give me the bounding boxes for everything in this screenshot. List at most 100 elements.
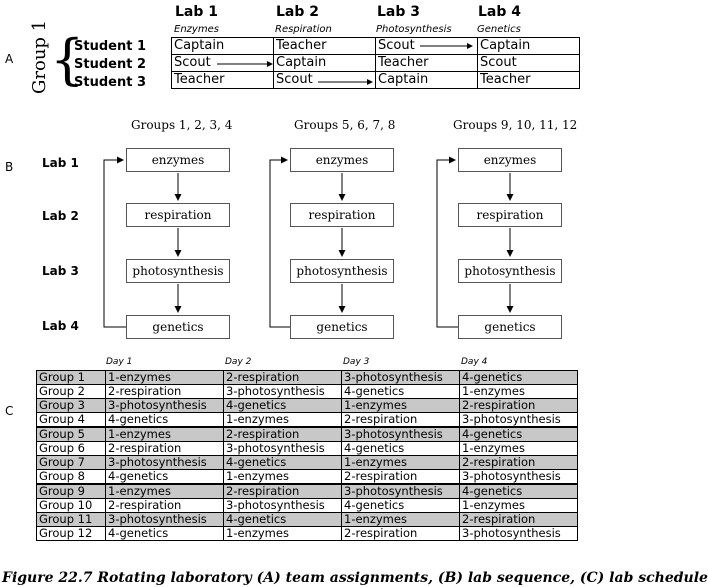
schedule-cell: 2-respiration <box>105 384 224 399</box>
step-box: photosynthesis <box>290 259 394 283</box>
schedule-cell: 1-enzymes <box>223 412 342 428</box>
lab-topic: Genetics <box>477 24 521 35</box>
schedule-cell: 3-photosynthesis <box>459 412 578 428</box>
schedule-cell: 2-respiration <box>223 370 342 385</box>
table-row: Teacher Scout Captain Teacher <box>171 71 580 89</box>
lab-topic: Respiration <box>275 24 332 35</box>
lab-topic: Photosynthesis <box>376 24 452 35</box>
schedule-cell: 1-enzymes <box>223 469 342 485</box>
student-label: Student 2 <box>74 57 146 72</box>
role-cell: Teacher <box>477 71 580 89</box>
step-box: enzymes <box>458 148 562 172</box>
group-cell: Group 8 <box>36 469 106 485</box>
step-box: genetics <box>458 315 562 339</box>
group-cell: Group 9 <box>36 483 106 499</box>
schedule-cell: 2-respiration <box>105 498 224 513</box>
schedule-cell: 3-photosynthesis <box>105 455 224 470</box>
step-box: enzymes <box>290 148 394 172</box>
group-cell: Group 1 <box>36 370 106 385</box>
day-heading: Day 4 <box>461 357 488 367</box>
day-heading: Day 2 <box>225 357 252 367</box>
section-label-a: A <box>5 52 14 66</box>
row-label: Lab 4 <box>42 319 79 333</box>
step-box: respiration <box>126 203 230 227</box>
student-label: Student 1 <box>74 39 146 54</box>
role-cell: Scout <box>477 54 580 72</box>
schedule-cell: 2-respiration <box>105 441 224 456</box>
schedule-cell: 4-genetics <box>105 412 224 428</box>
day-heading: Day 1 <box>106 357 133 367</box>
figure-caption: Figure 22.7 Rotating laboratory (A) team… <box>2 570 708 586</box>
step-box: enzymes <box>126 148 230 172</box>
schedule-cell: 3-photosynthesis <box>223 441 342 456</box>
schedule-cell: 1-enzymes <box>105 483 224 499</box>
schedule-cell: 1-enzymes <box>459 441 578 456</box>
role-cell: Captain <box>375 71 478 89</box>
schedule-cell: 2-respiration <box>341 526 460 541</box>
schedule-cell: 2-respiration <box>341 412 460 428</box>
schedule-cell: 4-genetics <box>459 370 578 385</box>
schedule-cell: 2-respiration <box>341 469 460 485</box>
student-label: Student 3 <box>74 75 146 90</box>
step-box: photosynthesis <box>126 259 230 283</box>
schedule-cell: 2-respiration <box>223 483 342 499</box>
arrow-icon <box>103 156 126 328</box>
role-table: Captain Teacher Scout Captain Scout Capt… <box>171 37 580 89</box>
step-box: photosynthesis <box>458 259 562 283</box>
step-box: respiration <box>458 203 562 227</box>
schedule-cell: 4-genetics <box>223 512 342 527</box>
arrow-icon <box>269 156 290 328</box>
schedule-cell: 1-enzymes <box>223 526 342 541</box>
role-arrows <box>217 43 473 85</box>
schedule-cell: 4-genetics <box>459 426 578 442</box>
schedule-cell: 2-respiration <box>223 426 342 442</box>
schedule-cell: 4-genetics <box>341 441 460 456</box>
schedule-cell: 3-photosynthesis <box>223 384 342 399</box>
step-box: genetics <box>290 315 394 339</box>
schedule-cell: 1-enzymes <box>459 498 578 513</box>
schedule-cell: 4-genetics <box>105 526 224 541</box>
row-label: Lab 3 <box>42 264 79 278</box>
section-label-b: B <box>5 160 14 174</box>
role-cell: Captain <box>273 54 376 72</box>
table-row: Scout Captain Teacher Scout <box>171 54 580 72</box>
column-title: Groups 1, 2, 3, 4 <box>131 118 233 132</box>
schedule-cell: 3-photosynthesis <box>341 483 460 499</box>
schedule-cell: 1-enzymes <box>105 370 224 385</box>
group-cell: Group 4 <box>36 412 106 428</box>
role-cell: Scout <box>273 71 376 89</box>
schedule-cell: 2-respiration <box>459 512 578 527</box>
lab-topic: Enzymes <box>174 24 219 35</box>
day-heading: Day 3 <box>343 357 370 367</box>
curly-brace-icon: { <box>50 28 85 91</box>
column-title: Groups 9, 10, 11, 12 <box>453 118 578 132</box>
group-cell: Group 2 <box>36 384 106 399</box>
row-label: Lab 2 <box>42 209 79 223</box>
schedule-cell: 1-enzymes <box>341 455 460 470</box>
schedule-cell: 3-photosynthesis <box>105 398 224 413</box>
step-box: respiration <box>290 203 394 227</box>
section-label-c: C <box>5 404 14 418</box>
schedule-cell: 1-enzymes <box>459 384 578 399</box>
role-cell: Teacher <box>171 71 274 89</box>
schedule-cell: 1-enzymes <box>341 512 460 527</box>
arrow-icon <box>436 156 458 328</box>
schedule-cell: 2-respiration <box>459 455 578 470</box>
column-title: Groups 5, 6, 7, 8 <box>294 118 396 132</box>
lab-heading: Lab 4 <box>478 4 522 20</box>
group-cell: Group 10 <box>36 498 106 513</box>
lab-heading: Lab 3 <box>377 4 421 20</box>
lab-heading: Lab 2 <box>276 4 320 20</box>
step-box: genetics <box>126 315 230 339</box>
lab-heading: Lab 1 <box>175 4 219 20</box>
schedule-cell: 3-photosynthesis <box>341 426 460 442</box>
